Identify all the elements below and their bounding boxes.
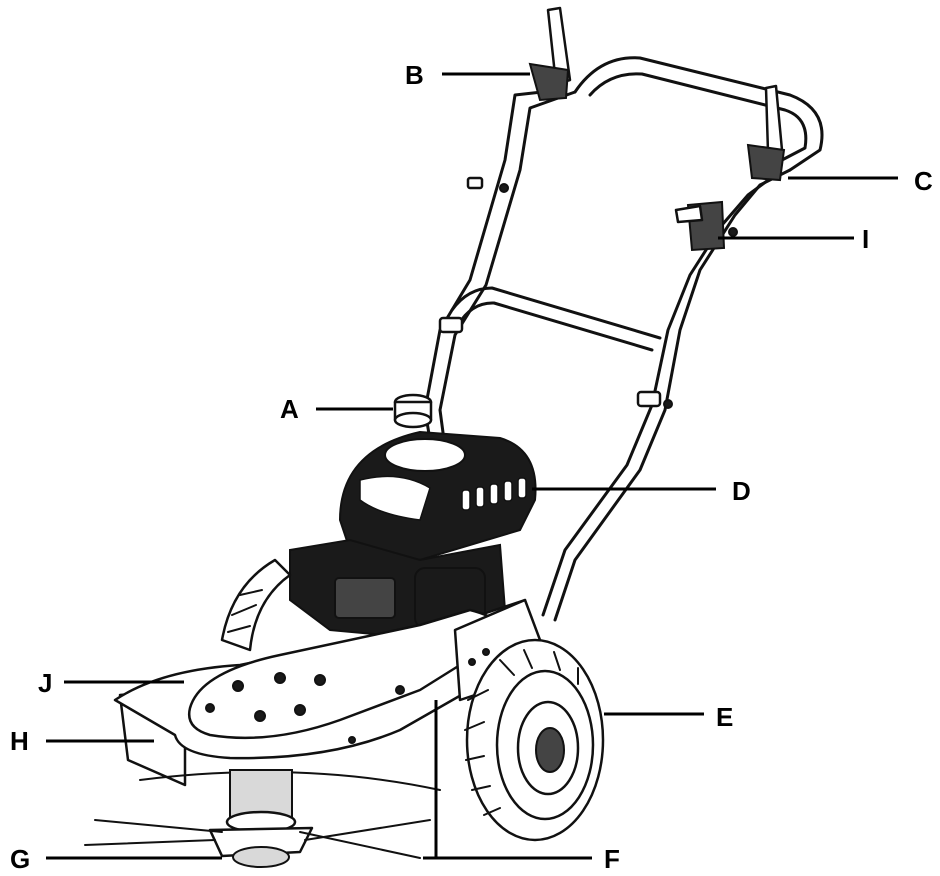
callout-label-f: F: [604, 844, 620, 874]
right-wheel: [464, 638, 605, 842]
callout-label-a: A: [280, 394, 299, 424]
handle-assembly: [423, 6, 824, 622]
callout-label-i: I: [862, 224, 869, 254]
engine-assembly: [289, 393, 537, 642]
trimmer-head: [84, 769, 441, 868]
callout-label-g: G: [10, 844, 30, 874]
callout-label-d: D: [732, 476, 751, 506]
callout-label-b: B: [405, 60, 424, 90]
callout-label-c: C: [914, 166, 933, 196]
left-wheel: [220, 558, 292, 652]
callout-label-h: H: [10, 726, 29, 756]
callout-label-j: J: [38, 668, 52, 698]
callout-label-e: E: [716, 702, 733, 732]
